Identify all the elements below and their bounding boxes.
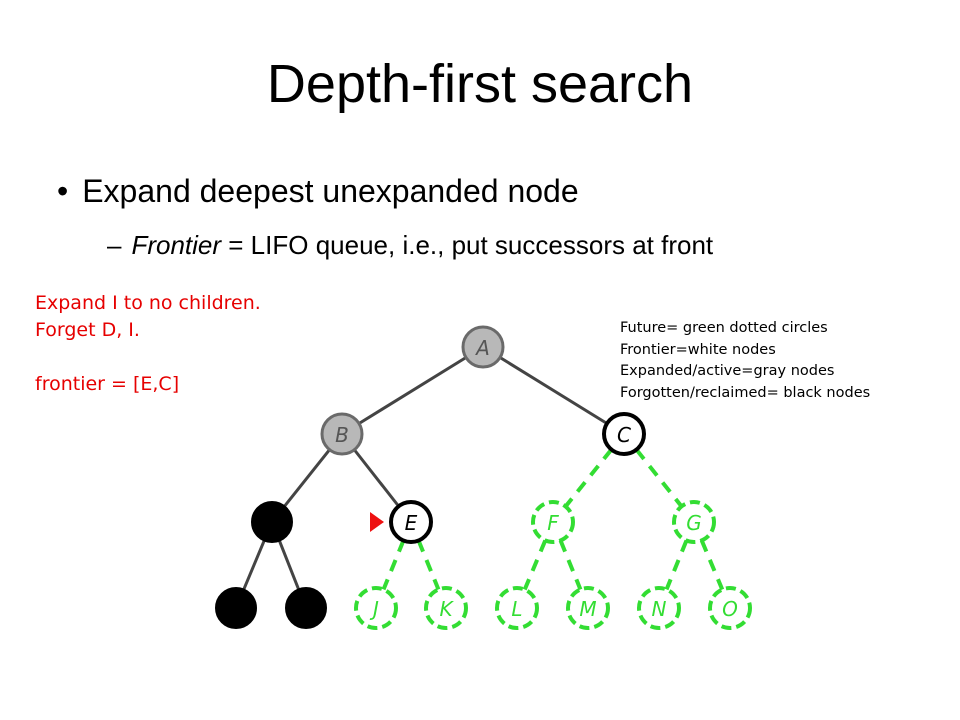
node-H [215, 587, 257, 629]
edge-F-L [522, 539, 548, 591]
node-K-label: K [439, 597, 454, 621]
node-D-circle [251, 501, 293, 543]
tree-edges [242, 356, 725, 591]
node-L-circle [495, 586, 539, 630]
node-L: L [495, 586, 539, 630]
node-O: O [708, 586, 752, 630]
node-C: C [602, 412, 646, 456]
node-F-circle [531, 500, 575, 544]
bullet-main: • Expand deepest unexpanded node [57, 173, 579, 210]
legend: Future= green dotted circles Frontier=wh… [620, 318, 870, 404]
node-N-label: N [652, 597, 667, 621]
node-B-circle [320, 412, 364, 456]
node-M: M [566, 586, 610, 630]
edge-D-I [277, 540, 301, 590]
node-B-label: B [335, 423, 349, 447]
bullet-sub-text: Frontier = LIFO queue, i.e., put success… [131, 230, 713, 261]
edge-C-G [634, 448, 684, 508]
edge-B-D [283, 448, 331, 508]
node-F-label: F [547, 511, 559, 535]
node-I-circle [285, 587, 327, 629]
edge-A-C [499, 356, 608, 425]
node-L-label: L [511, 597, 522, 621]
node-N-circle [637, 586, 681, 630]
node-K: K [424, 586, 468, 630]
step-note-line-2: Forget D, I. [35, 319, 140, 341]
node-A: A [461, 325, 505, 369]
node-M-circle [566, 586, 610, 630]
node-K-circle [424, 586, 468, 630]
frontier-term: Frontier [131, 230, 222, 260]
node-J: J [354, 586, 398, 630]
tree-nodes: A B C E F G J K L M N O [215, 325, 752, 630]
step-note: Expand I to no children. Forget D, I. fr… [35, 290, 261, 398]
node-F: F [531, 500, 575, 544]
bullet-main-text: Expand deepest unexpanded node [82, 173, 579, 209]
frontier-definition: = LIFO queue, i.e., put successors at fr… [221, 230, 714, 260]
edge-D-H [242, 539, 266, 591]
edge-C-F [564, 448, 613, 508]
node-G: G [672, 500, 716, 544]
node-C-label: C [617, 423, 631, 447]
node-A-circle [461, 325, 505, 369]
node-G-label: G [686, 511, 702, 535]
node-J-label: J [369, 597, 379, 621]
node-D [251, 501, 293, 543]
edge-A-B [358, 356, 467, 425]
node-A-label: A [474, 336, 490, 360]
node-H-circle [215, 587, 257, 629]
node-J-circle [354, 586, 398, 630]
node-C-circle [602, 412, 646, 456]
sub-bullet-marker: – [107, 230, 122, 260]
node-E-circle [389, 500, 433, 544]
node-M-label: M [579, 597, 596, 621]
bullet-marker: • [57, 173, 69, 209]
node-I [285, 587, 327, 629]
edge-E-K [416, 539, 441, 591]
bullet-sub: – Frontier = LIFO queue, i.e., put succe… [107, 230, 713, 261]
edge-G-O [699, 539, 725, 591]
edge-E-J [381, 539, 406, 591]
edge-F-M [558, 539, 583, 591]
node-N: N [637, 586, 681, 630]
current-node-pointer [370, 512, 384, 532]
step-note-frontier: frontier = [E,C] [35, 373, 180, 395]
step-note-line-1: Expand I to no children. [35, 292, 261, 314]
node-E: E [389, 500, 433, 544]
edge-B-E [353, 448, 400, 508]
legend-future: Future= green dotted circles [620, 320, 828, 336]
pointer-triangle [370, 512, 384, 532]
legend-frontier: Frontier=white nodes [620, 341, 776, 358]
edge-G-N [664, 539, 689, 591]
node-G-circle [672, 500, 716, 544]
slide-title: Depth-first search [266, 54, 694, 114]
legend-forgotten: Forgotten/reclaimed= black nodes [620, 384, 871, 401]
node-B: B [320, 412, 364, 456]
legend-expanded: Expanded/active=gray nodes [620, 363, 835, 379]
node-O-circle [708, 586, 752, 630]
node-O-label: O [722, 597, 738, 621]
node-E-label: E [405, 511, 418, 535]
